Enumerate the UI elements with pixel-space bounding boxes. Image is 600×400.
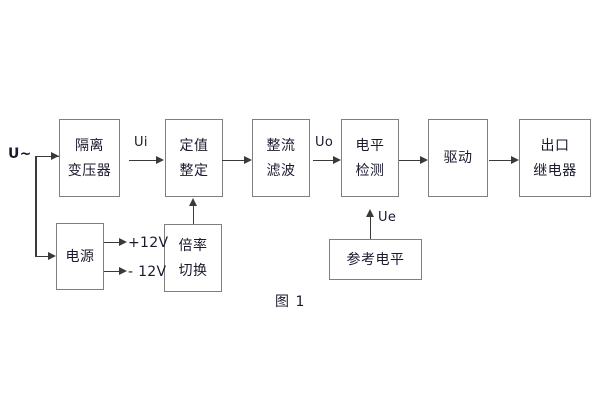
block-reference-level[interactable]: 参考电平 (329, 239, 422, 280)
arrow-power-supply-positive (119, 237, 127, 246)
input-branch-vertical (35, 155, 37, 257)
block-power-supply-line1: 电源 (65, 248, 95, 265)
lead-transformer-to-setting (129, 159, 156, 161)
figure-caption: 图 1 (275, 294, 306, 310)
block-setting-value[interactable]: 定值 整定 (165, 119, 223, 197)
input-lead-to-power-supply (35, 255, 48, 257)
arrow-power-supply-negative (119, 266, 127, 275)
block-level-detect-line1: 电平 (355, 137, 385, 154)
block-multiplier-switch[interactable]: 倍率 切换 (164, 224, 222, 292)
block-level-detect[interactable]: 电平 检测 (341, 119, 399, 197)
block-power-supply[interactable]: 电源 (56, 223, 104, 290)
arrow-multiplier-to-setting (188, 198, 197, 206)
block-isolation-transformer[interactable]: 隔离 变压器 (59, 119, 120, 197)
lead-driver-to-relay (489, 159, 511, 161)
rail-label-positive-12v: +12V (128, 235, 169, 251)
lead-multiplier-to-setting (192, 206, 194, 224)
lead-power-supply-positive (104, 241, 119, 243)
rail-label-negative-12v: - 12V (128, 264, 167, 280)
block-driver-line1: 驱动 (443, 150, 473, 166)
signal-label-ui: Ui (134, 135, 148, 150)
block-multiplier-switch-line1: 倍率 (178, 237, 208, 254)
input-lead-to-transformer (35, 155, 51, 157)
block-isolation-transformer-line2: 变压器 (67, 162, 112, 179)
signal-label-uo: Uo (315, 135, 334, 150)
input-label-u: U~ (8, 146, 32, 162)
lead-reference-to-level-detect (369, 217, 371, 239)
arrow-setting-to-rectify (244, 155, 252, 164)
arrow-rectify-to-level (333, 155, 341, 164)
block-rectify-filter-line1: 整流 (266, 137, 296, 154)
lead-level-to-driver (399, 159, 420, 161)
arrow-level-to-driver (420, 155, 428, 164)
arrow-input-to-transformer (51, 151, 59, 160)
block-multiplier-switch-line2: 切换 (178, 262, 208, 279)
lead-rectify-to-level (313, 159, 333, 161)
block-setting-value-line2: 整定 (179, 162, 209, 179)
block-level-detect-line2: 检测 (355, 162, 385, 179)
lead-power-supply-negative (104, 270, 119, 272)
block-isolation-transformer-line1: 隔离 (75, 137, 104, 154)
arrow-input-to-power-supply (48, 251, 56, 260)
arrow-reference-to-level-detect (365, 209, 374, 217)
block-rectify-filter[interactable]: 整流 滤波 (252, 119, 310, 197)
block-output-relay[interactable]: 出口 继电器 (519, 119, 591, 197)
block-rectify-filter-line2: 滤波 (266, 162, 296, 179)
block-output-relay-line1: 出口 (540, 137, 570, 154)
block-output-relay-line2: 继电器 (533, 162, 577, 179)
signal-label-ue: Ue (378, 210, 397, 225)
block-setting-value-line1: 定值 (179, 137, 209, 154)
block-reference-level-line1: 参考电平 (346, 251, 405, 268)
lead-setting-to-rectify (222, 159, 244, 161)
arrow-transformer-to-setting (156, 155, 164, 164)
arrow-driver-to-relay (511, 155, 519, 164)
block-driver[interactable]: 驱动 (428, 119, 488, 197)
